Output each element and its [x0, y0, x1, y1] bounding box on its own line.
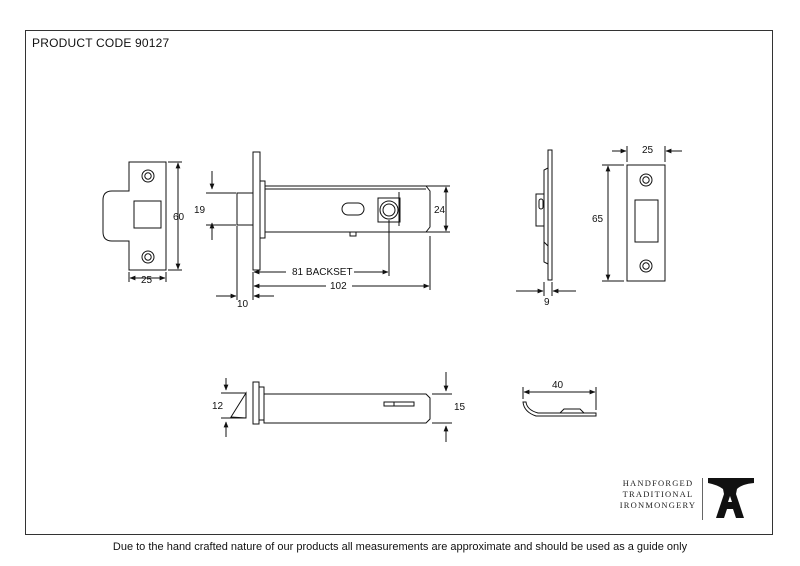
length-label-mask [326, 280, 352, 292]
plate-offset-label: 10 [237, 299, 249, 310]
tube-diameter-label: 19 [194, 205, 206, 216]
brand-divider [702, 478, 703, 520]
backset-label-mask [286, 266, 354, 278]
side-profile-view [516, 149, 576, 296]
product-code: PRODUCT CODE 90127 [32, 36, 170, 50]
brand-wordmark: HANDFORGED TRADITIONAL IRONMONGERY [612, 478, 704, 511]
strike-plate-view [602, 146, 682, 282]
disclaimer-text: Due to the hand crafted nature of our pr… [112, 541, 688, 553]
latch-bolt-label: 12 [212, 401, 224, 412]
overall-length-label: 102 [330, 281, 347, 292]
side-depth-label: 9 [544, 297, 550, 308]
front-plate-height-label: 60 [173, 212, 185, 223]
latch-side-view [206, 151, 450, 300]
strike-lip-view [522, 387, 597, 417]
backset-label: 81 BACKSET [292, 267, 353, 278]
strike-height-label: 65 [592, 214, 604, 225]
front-plate-view [102, 161, 182, 282]
bolt-body-label: 15 [454, 402, 466, 413]
brand-line-2: TRADITIONAL [622, 489, 694, 499]
drawing-frame [25, 30, 773, 535]
anvil-logo-icon [708, 478, 754, 518]
strike-lip-label: 40 [552, 380, 564, 391]
strike-width-label: 25 [642, 145, 654, 156]
brand-line-1: HANDFORGED [622, 478, 694, 488]
front-plate-width-label: 25 [141, 275, 153, 286]
latch-top-view [221, 372, 452, 442]
case-height-label: 24 [434, 205, 446, 216]
brand-line-3: IRONMONGERY [619, 500, 697, 510]
